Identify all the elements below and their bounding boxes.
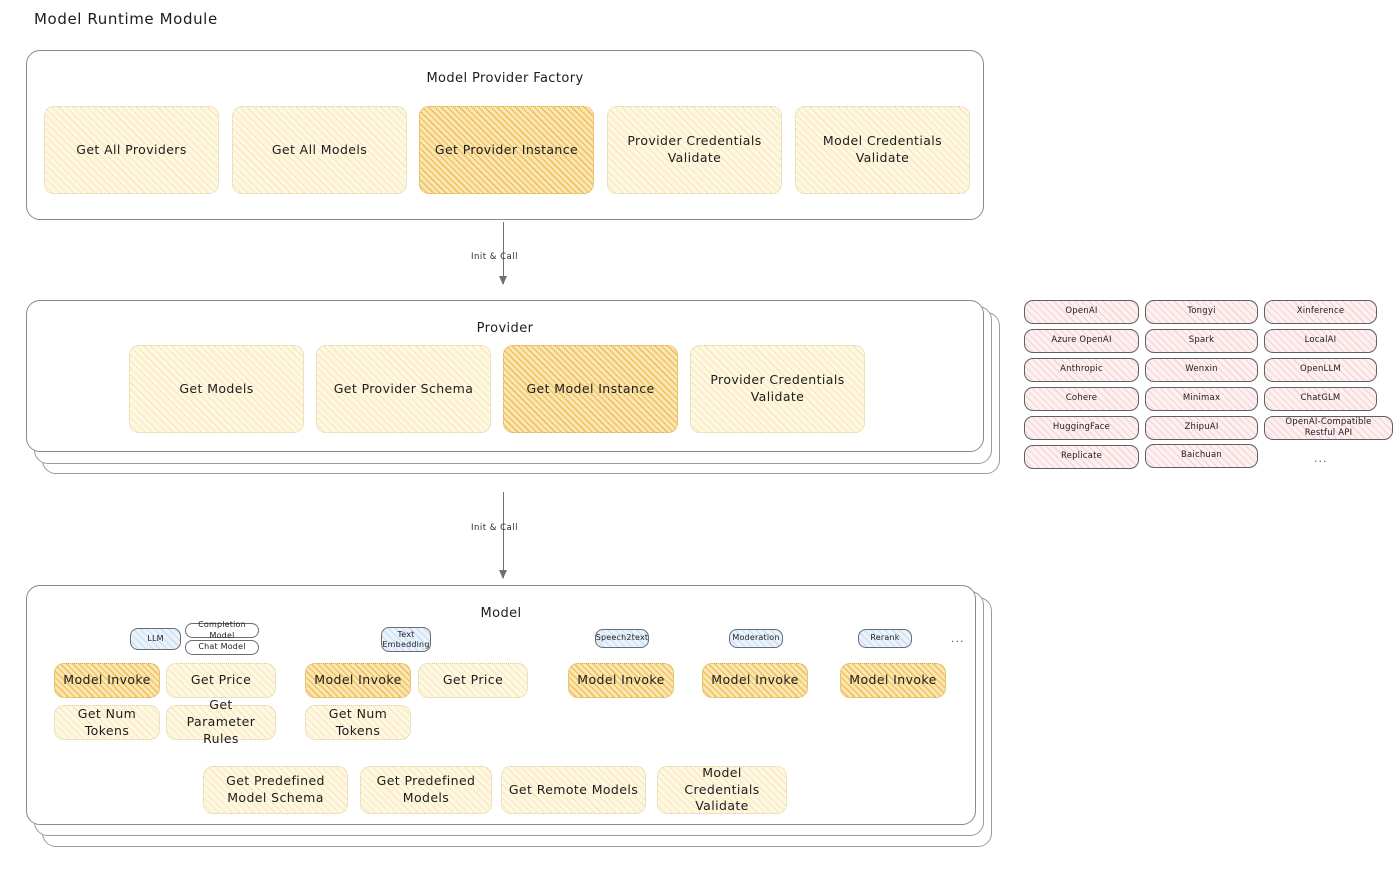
model-type-tag-text-embedding[interactable]: Text Embedding <box>381 627 431 652</box>
model-common-model-credentials-validate[interactable]: Model Credentials Validate <box>657 765 787 814</box>
arrow-head <box>498 570 507 579</box>
factory-box-get-provider-instance[interactable]: Get Provider Instance <box>419 106 594 194</box>
moderation-method-model-invoke[interactable]: Model Invoke <box>702 663 808 698</box>
factory-box-get-all-providers[interactable]: Get All Providers <box>44 106 219 194</box>
provider-tag-xinference[interactable]: Xinference <box>1264 300 1377 324</box>
provider-box-get-model-instance[interactable]: Get Model Instance <box>503 345 678 433</box>
provider-tag-zhipuai[interactable]: ZhipuAI <box>1145 416 1258 440</box>
provider-tag-wenxin[interactable]: Wenxin <box>1145 358 1258 382</box>
model-title: Model <box>480 606 522 621</box>
provider-box-get-models[interactable]: Get Models <box>129 345 304 433</box>
model-common-get-predefined-models[interactable]: Get Predefined Models <box>360 766 492 814</box>
model-type-tag-rerank[interactable]: Rerank <box>858 629 912 648</box>
model-types-more: ... <box>951 632 965 645</box>
provider-tag-openllm[interactable]: OpenLLM <box>1264 358 1377 382</box>
arrow-shaft <box>503 222 505 284</box>
arrow-head <box>498 276 507 285</box>
provider-tag-baichuan[interactable]: Baichuan <box>1145 444 1258 468</box>
provider-list-more: ... <box>1314 452 1328 465</box>
model-type-tag-moderation[interactable]: Moderation <box>729 629 783 648</box>
provider-box-provider-credentials-validate[interactable]: Provider Credentials Validate <box>690 345 865 433</box>
provider-tag-spark[interactable]: Spark <box>1145 329 1258 353</box>
arrow-label-init-call-1: Init & Call <box>471 252 518 262</box>
provider-tag-localai[interactable]: LocalAI <box>1264 329 1377 353</box>
provider-tag-cohere[interactable]: Cohere <box>1024 387 1139 411</box>
provider-title: Provider <box>476 321 534 336</box>
page-title: Model Runtime Module <box>34 10 218 28</box>
llm-method-get-price[interactable]: Get Price <box>166 663 276 698</box>
model-type-tag-llm[interactable]: LLM <box>130 628 181 650</box>
text-embedding-method-model-invoke[interactable]: Model Invoke <box>305 663 411 698</box>
provider-box-get-provider-schema[interactable]: Get Provider Schema <box>316 345 491 433</box>
provider-tag-replicate[interactable]: Replicate <box>1024 445 1139 469</box>
llm-method-model-invoke[interactable]: Model Invoke <box>54 663 160 698</box>
model-common-get-remote-models[interactable]: Get Remote Models <box>501 766 646 814</box>
model-common-get-predefined-model-schema[interactable]: Get Predefined Model Schema <box>203 766 348 814</box>
llm-method-get-parameter-rules[interactable]: Get Parameter Rules <box>166 697 276 746</box>
text-embedding-method-get-price[interactable]: Get Price <box>418 663 528 698</box>
model-subtag-chat-model[interactable]: Chat Model <box>185 640 259 655</box>
model-subtag-completion-model[interactable]: Completion Model <box>185 620 259 640</box>
provider-tag-azure-openai[interactable]: Azure OpenAI <box>1024 329 1139 353</box>
provider-tag-anthropic[interactable]: Anthropic <box>1024 358 1139 382</box>
provider-tag-openai-compatible-restful-api[interactable]: OpenAI-Compatible Restful API <box>1264 416 1393 440</box>
llm-method-get-num-tokens[interactable]: Get Num Tokens <box>54 705 160 740</box>
model-provider-factory-title: Model Provider Factory <box>426 71 584 86</box>
provider-tag-huggingface[interactable]: HuggingFace <box>1024 416 1139 440</box>
rerank-method-model-invoke[interactable]: Model Invoke <box>840 663 946 698</box>
provider-tag-tongyi[interactable]: Tongyi <box>1145 300 1258 324</box>
provider-tag-chatglm[interactable]: ChatGLM <box>1264 387 1377 411</box>
speech2text-method-model-invoke[interactable]: Model Invoke <box>568 663 674 698</box>
provider-tag-minimax[interactable]: Minimax <box>1145 387 1258 411</box>
arrow-shaft <box>503 492 505 578</box>
factory-box-model-credentials-validate[interactable]: Model Credentials Validate <box>795 106 970 194</box>
factory-box-get-all-models[interactable]: Get All Models <box>232 106 407 194</box>
provider-tag-openai[interactable]: OpenAI <box>1024 300 1139 324</box>
factory-box-provider-credentials-validate[interactable]: Provider Credentials Validate <box>607 106 782 194</box>
arrow-label-init-call-2: Init & Call <box>471 523 518 533</box>
text-embedding-method-get-num-tokens[interactable]: Get Num Tokens <box>305 705 411 740</box>
model-type-tag-speech2text[interactable]: Speech2text <box>595 629 649 648</box>
